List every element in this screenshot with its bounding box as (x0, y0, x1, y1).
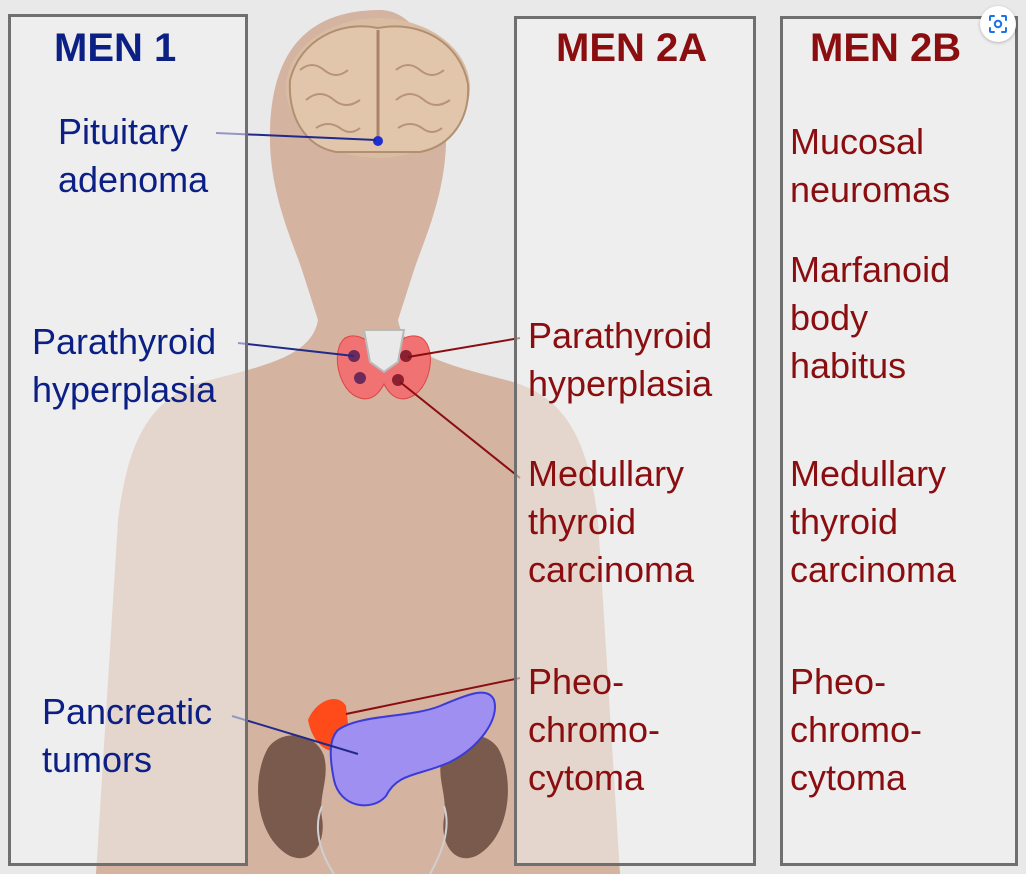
men1-heading: MEN 1 (54, 26, 177, 70)
men2a-panel (514, 16, 756, 866)
brain-illustration (286, 18, 470, 158)
men1-panel (8, 14, 248, 866)
men2a-leader-lines (345, 337, 521, 715)
men2b-panel (780, 16, 1018, 866)
thyroid-illustration (336, 329, 431, 400)
lens-search-icon (989, 15, 1007, 33)
abdomen-illustration (258, 691, 508, 874)
men2b-pheo-label: Pheo-chromo-cytoma (790, 661, 923, 798)
men2a-pheo-label: Pheo-chromo-cytoma (528, 661, 661, 798)
men2a-heading: MEN 2A (556, 26, 708, 70)
men2b-heading: MEN 2B (810, 26, 962, 70)
lens-search-button[interactable] (980, 6, 1016, 42)
pituitary-dot (373, 136, 383, 146)
